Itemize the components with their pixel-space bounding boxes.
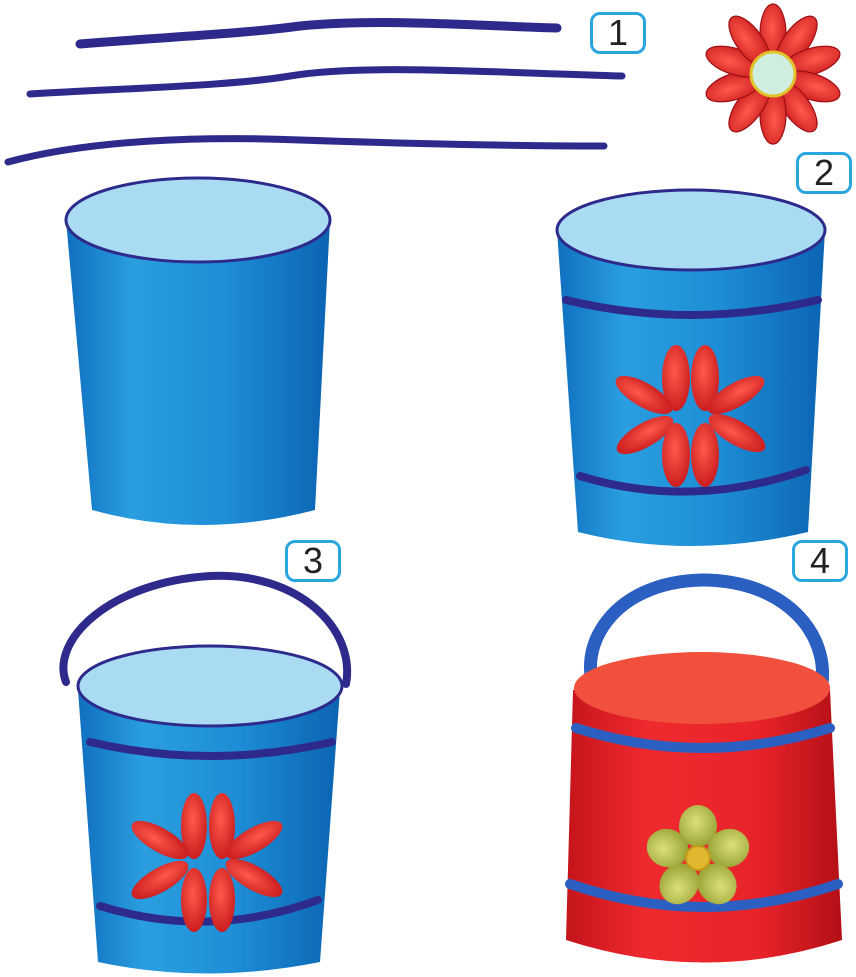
step1-flower: [702, 4, 843, 144]
bucket-with-handle: [63, 576, 347, 974]
step1-lines: [8, 23, 622, 162]
step-number: 4: [810, 543, 830, 579]
step-number: 3: [303, 543, 323, 579]
step-number: 2: [814, 155, 834, 191]
step-badge-4: 4: [792, 540, 848, 582]
step-badge-3: 3: [285, 540, 341, 582]
step-badge-1: 1: [590, 12, 646, 54]
step-badge-2: 2: [796, 152, 852, 194]
bucket-decorated: [557, 190, 825, 546]
step-number: 1: [608, 15, 628, 51]
bucket-red-finished: [566, 580, 842, 963]
bucket-plain: [66, 178, 330, 525]
